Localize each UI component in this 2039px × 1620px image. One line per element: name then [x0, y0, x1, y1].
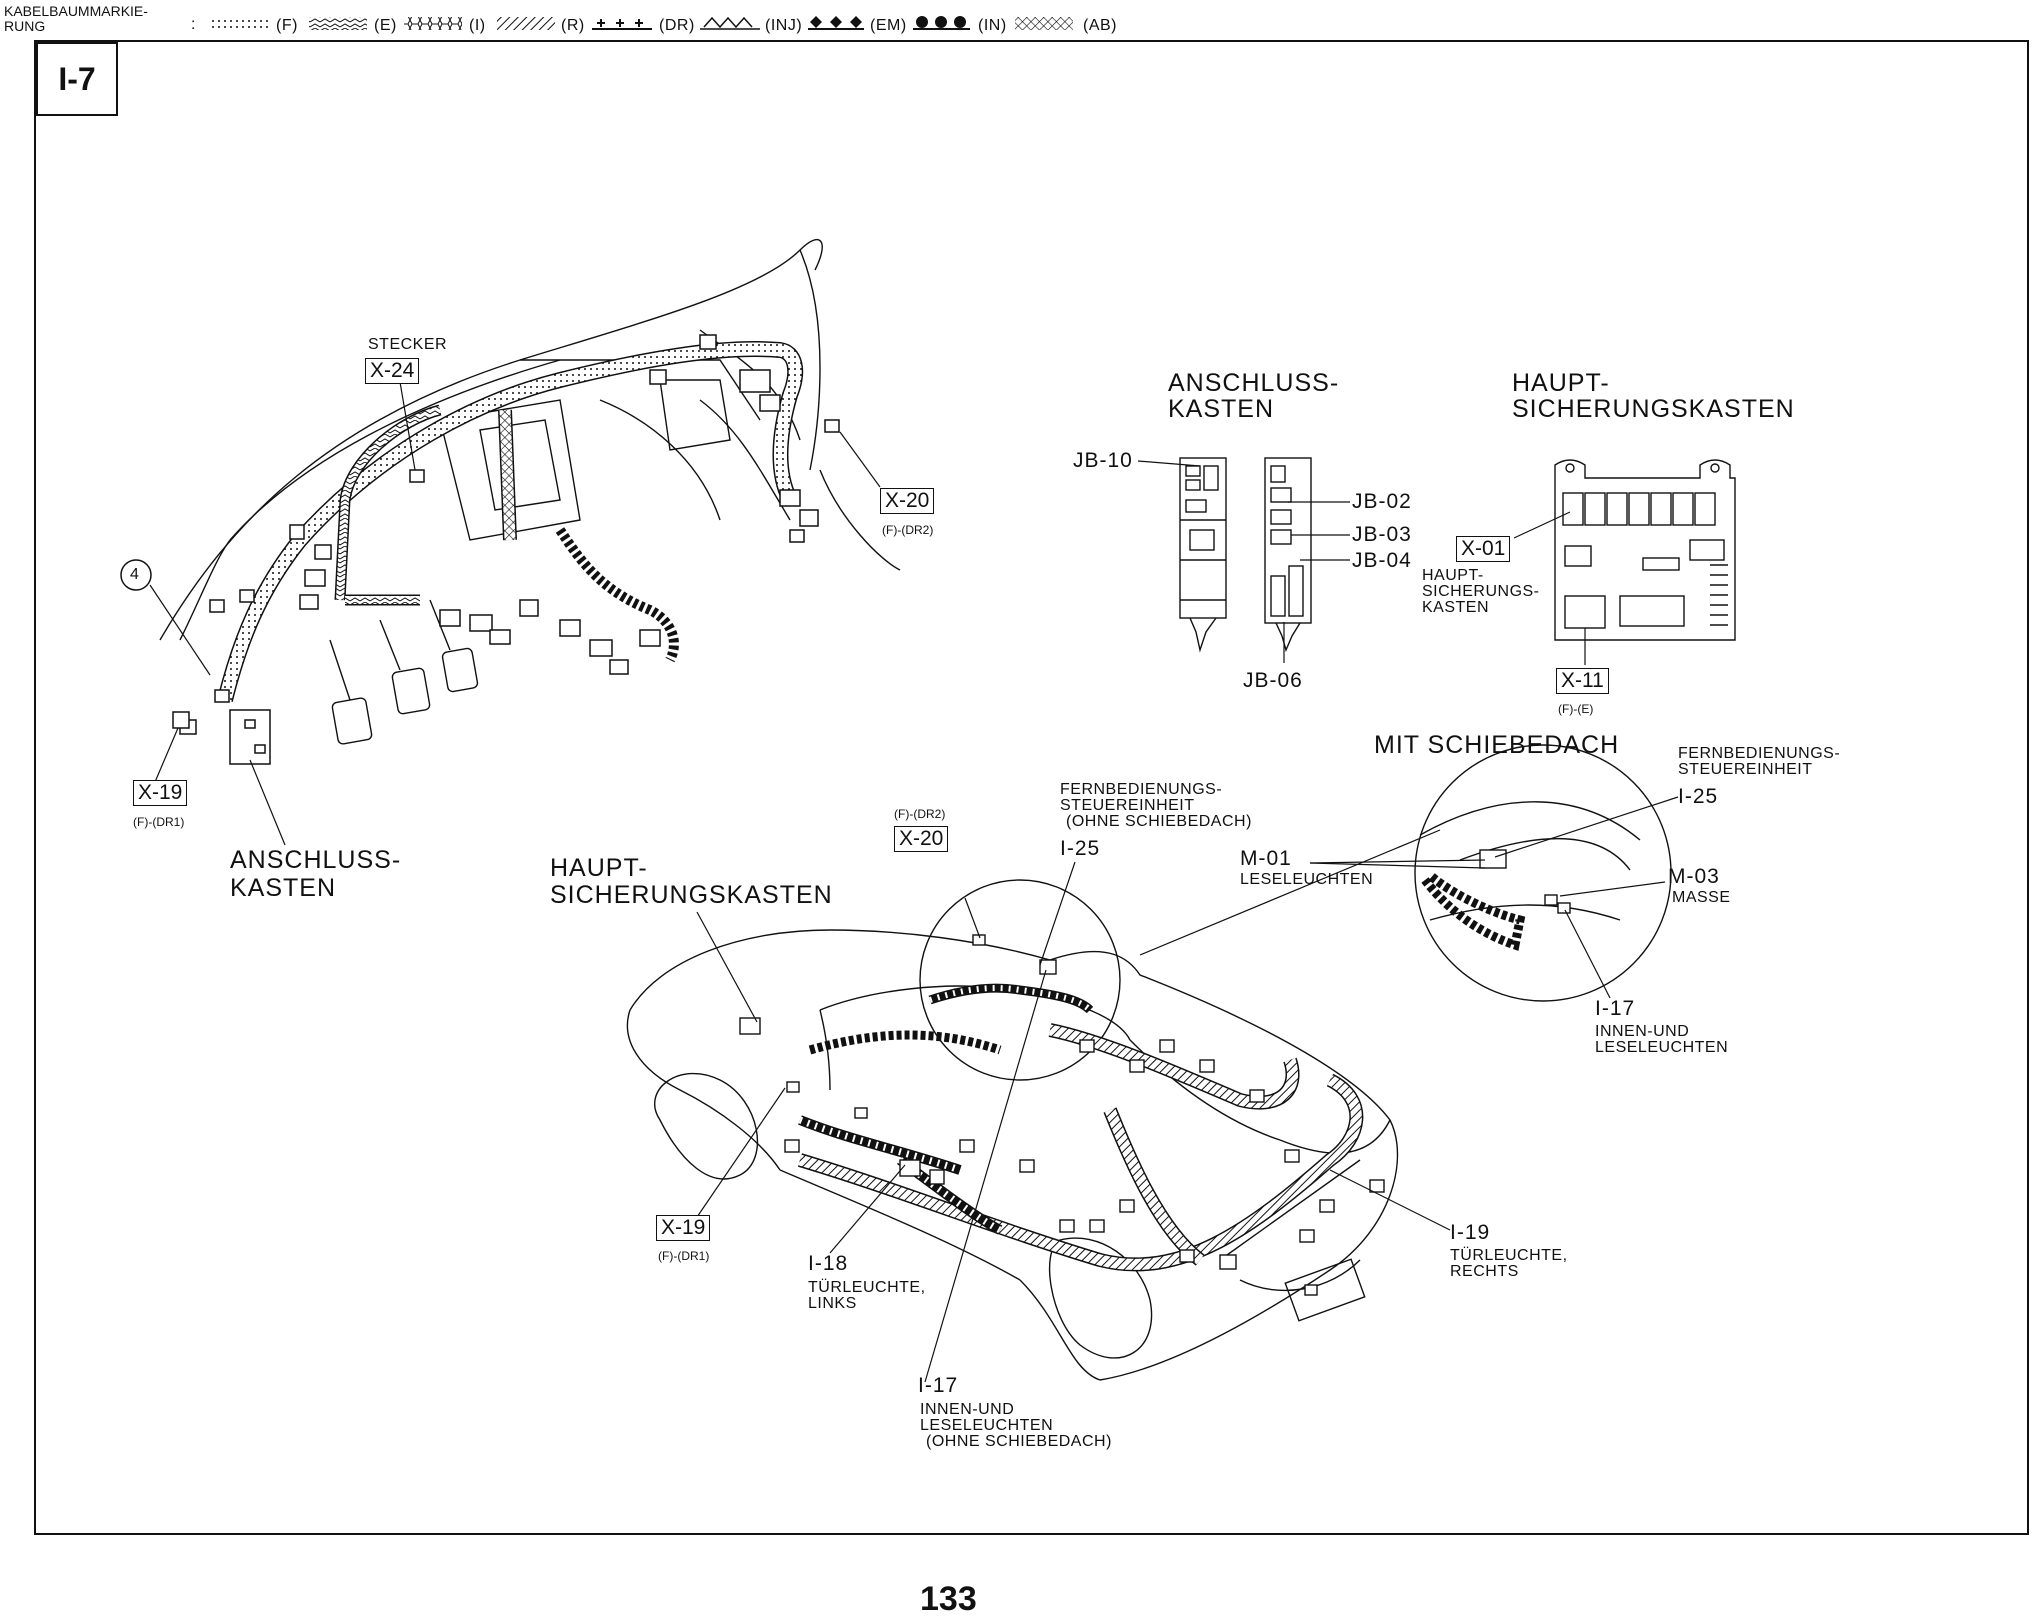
fuse-sub-line-2: SICHERUNGS- — [1422, 583, 1540, 600]
fuse-box-leaders — [1513, 511, 1586, 665]
sunroof-i17-sub-1: INNEN-UND — [1595, 1023, 1690, 1040]
sunroof-fern-line-2: STEUEREINHEIT — [1678, 761, 1813, 778]
car-harness — [797, 983, 1364, 1272]
connector-x01-label: X-01 — [1456, 536, 1511, 562]
stecker-label: STECKER — [368, 336, 448, 353]
connector-x11-sub: (F)-(E) — [1558, 702, 1594, 716]
legend-title: KABELBAUMMARKIE- RUNG — [4, 4, 204, 34]
legend-title-line-1: KABELBAUMMARKIE- — [4, 3, 148, 19]
car-connector-x19-label: X-19 — [656, 1215, 711, 1241]
jb02-label: JB-02 — [1352, 490, 1412, 513]
legend-code-i: (I) — [469, 17, 486, 34]
fuse-sub-line-1: HAUPT- — [1422, 567, 1484, 584]
car-leaders — [694, 861, 1451, 1383]
sunroof-connectors — [1479, 849, 1571, 914]
page-frame — [34, 40, 2029, 1535]
jb06-label: JB-06 — [1243, 669, 1303, 692]
car-haupt-line-1: HAUPT- — [550, 854, 648, 882]
dashboard-harness — [172, 334, 840, 765]
sunroof-m03-sub: MASSE — [1672, 889, 1731, 906]
junction-box-leaders — [1137, 460, 1350, 663]
jb-title-line-1: ANSCHLUSS- — [1168, 369, 1340, 397]
legend-code-f: (F) — [276, 17, 298, 34]
sunroof-m01-sub: LESELEUCHTEN — [1240, 871, 1374, 888]
car-fern-line-2: STEUEREINHEIT — [1060, 797, 1195, 814]
fuse-title-line-1: HAUPT- — [1512, 369, 1610, 397]
connector-x19-dash-label: X-19 — [133, 780, 188, 806]
callout-4-label: 4 — [130, 566, 140, 583]
sunroof-i25-label: I-25 — [1678, 785, 1719, 808]
car-body-drawing — [626, 929, 1399, 1381]
connector-x20-sub: (F)-(DR2) — [882, 523, 934, 537]
jb04-label: JB-04 — [1352, 549, 1412, 572]
sunroof-title: MIT SCHIEBEDACH — [1374, 731, 1620, 759]
roof-magnifier-circle — [919, 879, 1121, 1081]
legend-separator: : — [191, 16, 196, 33]
car-connector-x20-label: X-20 — [894, 826, 949, 852]
legend-code-dr: (DR) — [659, 17, 695, 34]
jb10-label: JB-10 — [1073, 449, 1133, 472]
sunroof-leaders — [1139, 796, 1679, 999]
car-i17-sub-3: (OHNE SCHIEBEDACH) — [926, 1433, 1112, 1450]
car-connectors — [739, 934, 1385, 1296]
dash-anschluss-line-1: ANSCHLUSS- — [230, 846, 402, 874]
page-number: 133 — [920, 1580, 977, 1618]
connector-x19-dash-sub: (F)-(DR1) — [133, 815, 185, 829]
legend-code-e: (E) — [374, 17, 397, 34]
car-i17-label: I-17 — [918, 1374, 959, 1397]
sunroof-i17-sub-2: LESELEUCHTEN — [1595, 1039, 1729, 1056]
callout-4-circle — [120, 559, 152, 591]
fuse-box-drawing — [1554, 459, 1736, 641]
connector-x20-label: X-20 — [880, 488, 935, 514]
fuse-sub-line-3: KASTEN — [1422, 599, 1490, 616]
dash-anschluss-line-2: KASTEN — [230, 874, 337, 902]
legend-code-r: (R) — [561, 17, 585, 34]
car-fern-line-1: FERNBEDIENUNGS- — [1060, 781, 1223, 798]
jb-title-line-2: KASTEN — [1168, 395, 1275, 423]
car-i18-sub-2: LINKS — [808, 1295, 857, 1312]
junction-box-drawing — [1179, 457, 1312, 653]
sunroof-m03-label: M-03 — [1668, 865, 1720, 888]
car-i19-label: I-19 — [1450, 1221, 1491, 1244]
legend-code-inj: (INJ) — [765, 17, 803, 34]
legend-code-in: (IN) — [978, 17, 1007, 34]
car-i18-sub-1: TÜRLEUCHTE, — [808, 1279, 926, 1296]
page-id: I-7 — [36, 42, 118, 116]
car-x20-sub: (F)-(DR2) — [894, 807, 946, 821]
car-i25-label: I-25 — [1060, 837, 1101, 860]
legend-code-ab: (AB) — [1083, 17, 1117, 34]
sunroof-fern-line-1: FERNBEDIENUNGS- — [1678, 745, 1841, 762]
sunroof-i17-label: I-17 — [1595, 997, 1636, 1020]
legend-title-line-2: RUNG — [4, 18, 46, 34]
car-haupt-line-2: SICHERUNGSKASTEN — [550, 881, 833, 909]
connector-x24-label: X-24 — [365, 358, 420, 384]
legend-swatches — [211, 16, 1073, 30]
car-i19-sub-2: RECHTS — [1450, 1263, 1519, 1280]
connector-x11-label: X-11 — [1556, 668, 1609, 694]
fuse-title-line-2: SICHERUNGSKASTEN — [1512, 395, 1795, 423]
jb03-label: JB-03 — [1352, 523, 1412, 546]
sunroof-m01-label: M-01 — [1240, 847, 1292, 870]
car-i17-sub-1: INNEN-UND — [920, 1401, 1015, 1418]
car-connector-x19-sub: (F)-(DR1) — [658, 1249, 710, 1263]
car-i19-sub-1: TÜRLEUCHTE, — [1450, 1247, 1568, 1264]
car-i17-sub-2: LESELEUCHTEN — [920, 1417, 1054, 1434]
sunroof-harness — [1421, 871, 1526, 951]
car-fern-line-3: (OHNE SCHIEBEDACH) — [1066, 813, 1252, 830]
legend-code-em: (EM) — [870, 17, 907, 34]
dashboard-leaders — [149, 381, 881, 846]
car-i18-label: I-18 — [808, 1252, 849, 1275]
